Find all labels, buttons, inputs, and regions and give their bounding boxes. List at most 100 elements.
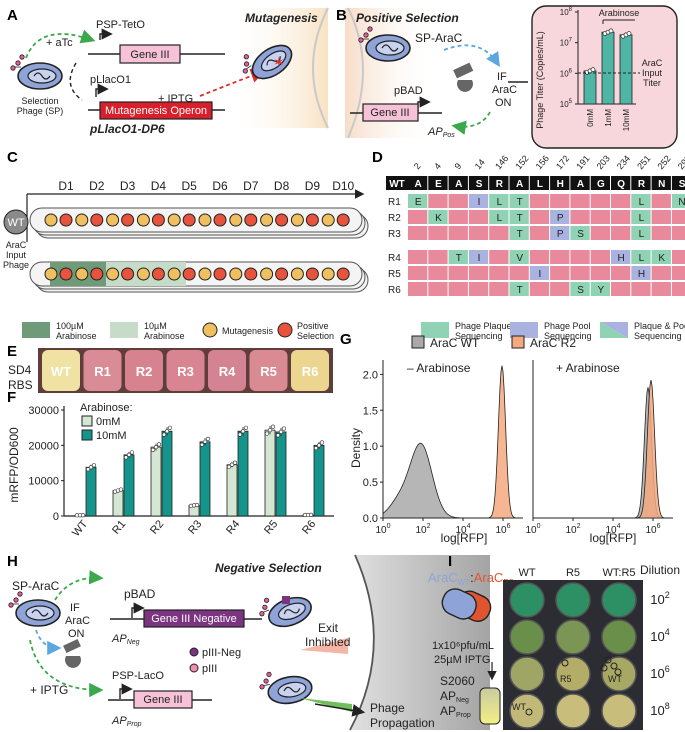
selection-node	[90, 213, 104, 227]
panel-g-label: G	[340, 331, 352, 348]
arac-label-b: AraC	[492, 84, 517, 96]
iptg-label-h: + IPTG	[30, 683, 68, 697]
plate-well	[601, 693, 637, 729]
f-xtick: R6	[300, 518, 318, 536]
f-xtick: R2	[148, 518, 166, 536]
mutagenesis-node	[167, 213, 181, 227]
mutation-cell	[468, 194, 489, 208]
psp-teto-label: PSP-TetO	[96, 19, 145, 31]
g-xtick: 100	[525, 523, 540, 536]
selection-phage-icon	[9, 53, 63, 90]
inset-bar	[583, 70, 597, 105]
tube-label: WT	[51, 364, 71, 379]
mutation-cell	[428, 250, 448, 264]
plate-well	[555, 582, 591, 618]
f-ytick: 10000	[28, 476, 59, 488]
f-bar	[237, 430, 249, 517]
row-label: R4	[388, 253, 401, 264]
mutation-cell	[651, 282, 671, 296]
f-point	[161, 432, 167, 437]
tube	[249, 350, 288, 391]
selection-node	[213, 267, 227, 281]
wt-residue: A	[415, 179, 422, 190]
mutation-residue: Y	[598, 285, 605, 296]
day-label: D10	[332, 179, 354, 193]
mutation-cell	[529, 210, 550, 224]
arac-protein-icon	[453, 62, 474, 92]
mutagenesis-node	[106, 267, 120, 281]
g-xtick: 100	[375, 523, 390, 536]
position-label: 156	[534, 153, 551, 171]
plate-well	[601, 582, 637, 618]
wt-plaque-label-2: WT	[512, 702, 526, 712]
wt-residue: Q	[617, 179, 625, 190]
mutation-cell	[631, 210, 651, 224]
mutation-cell	[590, 266, 610, 280]
mutation-residue: V	[516, 253, 523, 264]
density-curve	[383, 365, 523, 519]
mutation-cell	[509, 250, 529, 264]
mutation-residue: T	[517, 197, 523, 208]
mutation-cell	[428, 266, 448, 280]
mutation-cell	[631, 282, 651, 296]
row-label: R5	[388, 269, 401, 280]
tube	[291, 350, 329, 391]
mutagenesis-node	[290, 213, 304, 227]
mutation-cell	[408, 266, 428, 280]
mutation-residue: L	[497, 197, 503, 208]
on-label-b: ON	[495, 97, 512, 109]
f-point	[281, 426, 287, 431]
f-ylabel: mRFP/OD600	[7, 427, 21, 503]
g-xtick: 102	[565, 523, 580, 536]
mutation-residue: K	[658, 253, 665, 264]
gene3-h: Gene III	[143, 694, 182, 706]
tube-label: R2	[136, 364, 153, 379]
phage-inhibited-icon	[254, 583, 316, 636]
tube	[166, 350, 205, 391]
mutation-cell	[570, 282, 590, 296]
tube	[83, 350, 122, 391]
mutation-cell	[408, 194, 428, 208]
f-bar	[150, 446, 162, 517]
i-dilution: Dilution	[640, 563, 680, 577]
day-label: D7	[243, 179, 259, 193]
sp-arac-label-b: SP-AraC	[415, 31, 463, 45]
tube	[42, 350, 80, 391]
gene3-a: Gene III	[130, 49, 169, 61]
inset-tick: 106	[560, 68, 573, 78]
mutation-cell	[489, 250, 509, 264]
mutation-cell	[509, 266, 529, 280]
f-point	[199, 442, 205, 447]
positive-selection-title: Positive Selection	[356, 11, 459, 25]
mutation-cell	[550, 266, 570, 280]
g-plus-title: + Arabinose	[556, 361, 620, 375]
mutation-cell	[550, 210, 570, 224]
f-point	[126, 452, 132, 457]
panel-i-label: I	[448, 553, 452, 570]
mutation-cell	[651, 210, 671, 224]
mutation-residue: T	[456, 253, 462, 264]
plate-well	[509, 619, 545, 655]
wt-residue: S	[476, 179, 483, 190]
lagoon-tracks	[29, 207, 369, 293]
mutation-cell	[570, 266, 590, 280]
mutation-cell	[529, 266, 550, 280]
mutation-star-icon: ✶	[273, 54, 285, 70]
f-bar	[226, 464, 238, 517]
f-point	[316, 443, 322, 448]
mutation-cell	[468, 226, 489, 240]
prop-l2: Propagation	[370, 716, 435, 730]
g-ytick: 2.0	[363, 369, 378, 381]
f-point	[118, 487, 124, 492]
mutagenesis-node	[167, 267, 181, 281]
gene3neg-label: Gene III Negative	[151, 613, 237, 625]
f-point	[150, 447, 156, 452]
mutation-cell	[671, 282, 685, 296]
g-minus-title: – Arabinose	[407, 361, 471, 375]
row-label: R3	[388, 229, 401, 240]
